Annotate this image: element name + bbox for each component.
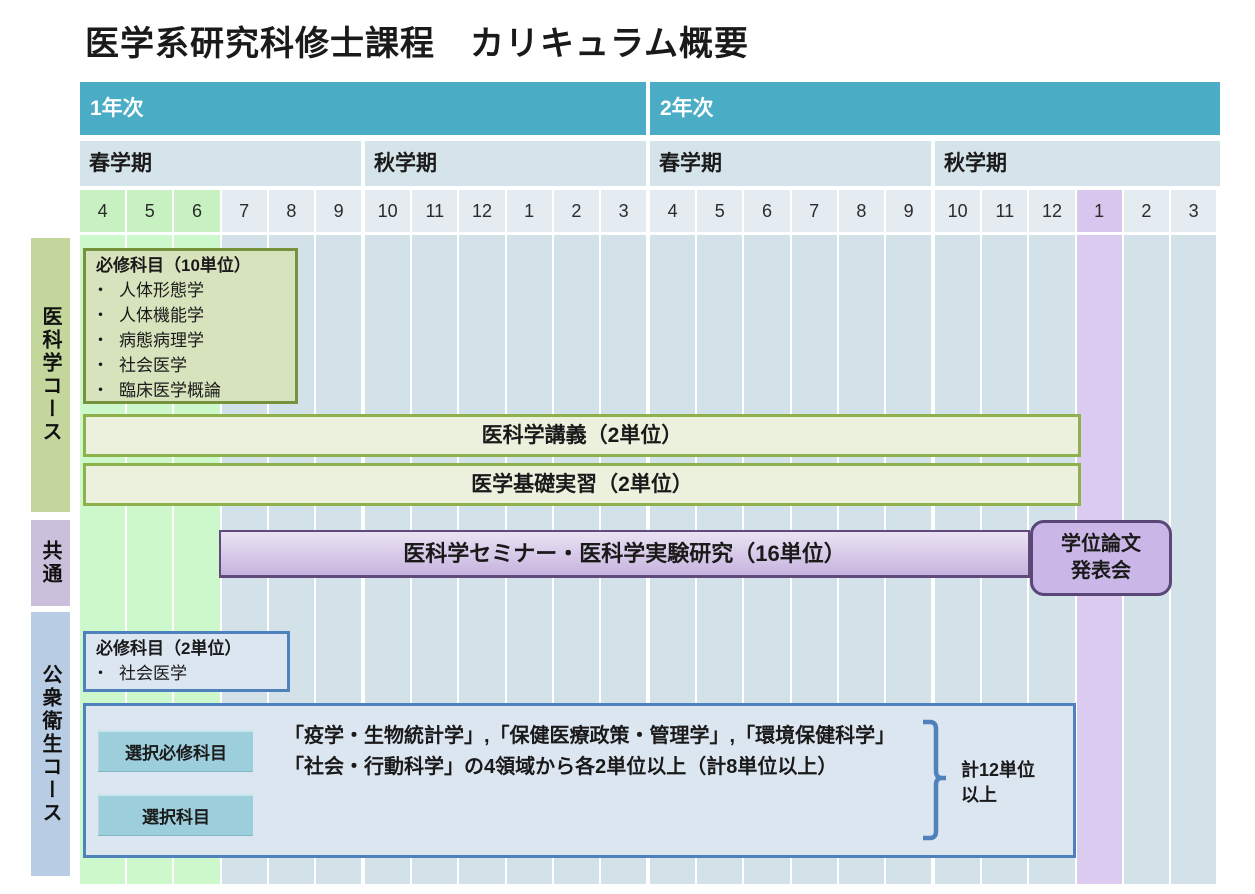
required-subjects-medical-box: 必修科目（10単位） 人体形態学人体機能学病態病理学社会医学臨床医学概論 — [83, 248, 298, 404]
year-2-label: 2年次 — [660, 97, 714, 120]
semester-spring-y2: 春学期 — [650, 141, 931, 186]
semester-spring-y1: 春学期 — [80, 141, 361, 186]
list-item: 臨床医学概論 — [92, 378, 289, 403]
month-cell-y1-m9: 9 — [316, 190, 362, 232]
month-cell-y1-m12: 12 — [459, 190, 505, 232]
month-cell-y1-m11: 11 — [412, 190, 458, 232]
elective-total-credits: 計12単位 以上 — [961, 758, 1035, 808]
sidebar-track-common: 共通 — [31, 520, 70, 606]
required-subjects-public-health-list: 社会医学 — [92, 661, 281, 686]
required-subjects-public-health-box: 必修科目（2単位） 社会医学 — [83, 631, 290, 692]
sidebar-track-public-health-course: 公衆衛生コース — [31, 612, 70, 876]
month-cell-y1-m2: 2 — [553, 190, 599, 232]
semester-fall-y2: 秋学期 — [935, 141, 1220, 186]
month-cell-y2-m4: 4 — [650, 190, 696, 232]
required-subjects-public-health-title: 必修科目（2単位） — [96, 639, 242, 658]
timeline-column — [1171, 235, 1217, 884]
month-cell-y1-m10: 10 — [365, 190, 411, 232]
medical-basic-practice-bar: 医学基礎実習（2単位） — [83, 463, 1081, 506]
month-cell-y2-m11: 11 — [982, 190, 1028, 232]
month-cell-y2-m10: 10 — [935, 190, 981, 232]
required-subjects-medical-list: 人体形態学人体機能学病態病理学社会医学臨床医学概論 — [92, 278, 289, 403]
month-cell-y1-m6: 6 — [174, 190, 220, 232]
curly-brace-icon — [923, 719, 946, 841]
month-cell-y1-m4: 4 — [80, 190, 126, 232]
month-cell-y2-m6: 6 — [744, 190, 790, 232]
list-item: 人体形態学 — [92, 278, 289, 303]
list-item: 社会医学 — [92, 661, 281, 686]
elective-description-line1: 「疫学・生物統計学」,「保健医療政策・管理学」,「環境保健科学」 — [284, 725, 896, 747]
month-cell-y2-m3: 3 — [1171, 190, 1217, 232]
month-cell-y2-m2: 2 — [1123, 190, 1169, 232]
elective-description: 「疫学・生物統計学」,「保健医療政策・管理学」,「環境保健科学」 「社会・行動科… — [284, 721, 944, 783]
sidebar-track-medical-course: 医科学コース — [31, 238, 70, 512]
month-cell-y1-m8: 8 — [268, 190, 314, 232]
seminar-research-bar: 医科学セミナー・医科学実験研究（16単位） — [219, 530, 1030, 578]
elective-total-line1: 計12単位 — [961, 760, 1036, 780]
month-cell-y1-m3: 3 — [601, 190, 647, 232]
year-header-row: 1年次 2年次 — [80, 82, 1220, 135]
elective-subjects-label: 選択科目 — [98, 794, 253, 835]
year-1-label: 1年次 — [90, 97, 144, 120]
semester-header-row: 春学期 秋学期 春学期 秋学期 — [80, 141, 1220, 186]
list-item: 病態病理学 — [92, 328, 289, 353]
medical-lecture-bar: 医科学講義（2単位） — [83, 414, 1081, 457]
elective-required-subjects-label: 選択必修科目 — [98, 730, 253, 771]
elective-description-line2: 「社会・行動科学」の4領域から各2単位以上（計8単位以上） — [284, 756, 838, 778]
month-cell-y1-m7: 7 — [221, 190, 267, 232]
month-cell-y2-m7: 7 — [791, 190, 837, 232]
year-1-header: 1年次 — [80, 82, 646, 135]
month-cell-y2-m9: 9 — [886, 190, 932, 232]
thesis-presentation-line2: 発表会 — [1071, 560, 1131, 582]
elective-subjects-box: 選択必修科目 選択科目 「疫学・生物統計学」,「保健医療政策・管理学」,「環境保… — [83, 703, 1076, 858]
semester-fall-y1: 秋学期 — [365, 141, 646, 186]
month-cell-y2-m5: 5 — [697, 190, 743, 232]
thesis-presentation-line1: 学位論文 — [1061, 533, 1141, 555]
month-cell-y2-m12: 12 — [1029, 190, 1075, 232]
month-cell-y1-m1: 1 — [506, 190, 552, 232]
list-item: 人体機能学 — [92, 303, 289, 328]
list-item: 社会医学 — [92, 353, 289, 378]
month-cell-y2-m8: 8 — [838, 190, 884, 232]
thesis-presentation-box: 学位論文 発表会 — [1030, 520, 1172, 596]
month-cell-y2-m1: 1 — [1076, 190, 1122, 232]
required-subjects-medical-title: 必修科目（10単位） — [96, 256, 251, 275]
year-2-header: 2年次 — [650, 82, 1220, 135]
month-cell-y1-m5: 5 — [127, 190, 173, 232]
page-title: 医学系研究科修士課程 カリキュラム概要 — [85, 25, 749, 63]
elective-total-line2: 以上 — [961, 785, 997, 805]
